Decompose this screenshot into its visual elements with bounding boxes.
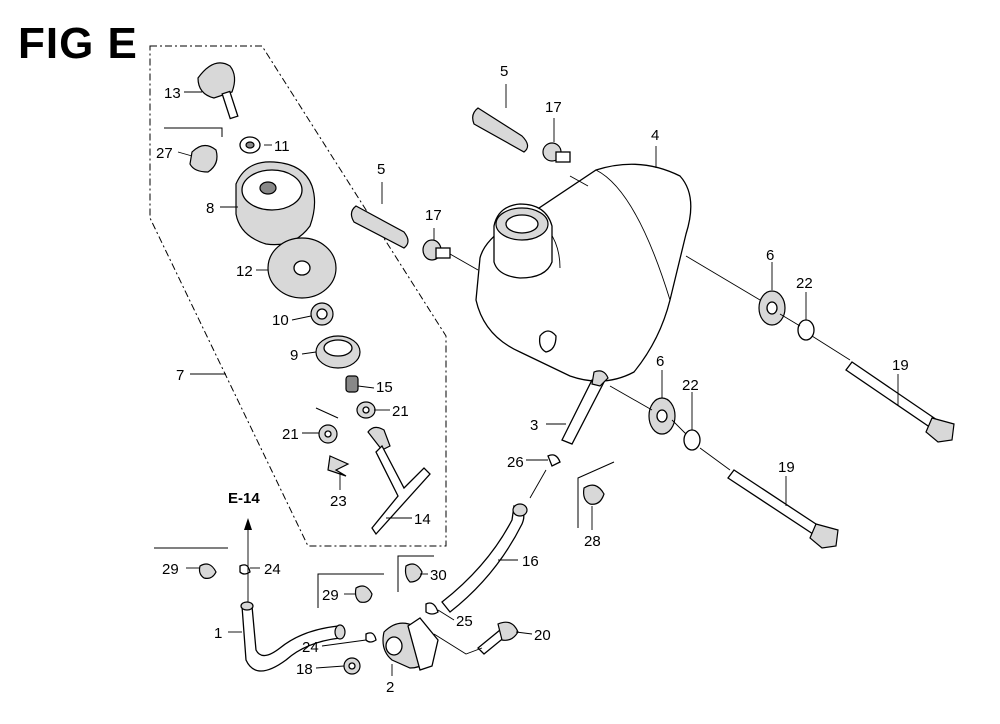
part-5-tube-lower xyxy=(350,205,409,249)
callout-6-upper: 6 xyxy=(766,247,774,264)
part-3-filter xyxy=(561,370,609,445)
callout-29-right: 29 xyxy=(322,587,339,604)
callout-17-upper: 17 xyxy=(545,99,562,116)
callout-20: 20 xyxy=(534,627,551,644)
callout-5-lower: 5 xyxy=(377,161,385,178)
callout-29-left: 29 xyxy=(162,561,179,578)
bracket-29-right xyxy=(317,573,384,608)
callout-10: 10 xyxy=(272,312,289,329)
ref-label-e14: E-14 xyxy=(228,490,260,507)
callout-2: 2 xyxy=(386,679,394,696)
callout-15: 15 xyxy=(376,379,393,396)
callout-9: 9 xyxy=(290,347,298,364)
part-30-clip xyxy=(404,563,423,583)
part-26-clamp xyxy=(547,454,561,467)
part-24-clamp-upper xyxy=(239,564,251,575)
callout-22-lower: 22 xyxy=(682,377,699,394)
part-2-fuel-cock xyxy=(382,617,439,671)
callout-30: 30 xyxy=(430,567,447,584)
callout-11: 11 xyxy=(274,138,290,155)
part-25-clamp xyxy=(425,602,439,615)
callout-3: 3 xyxy=(530,417,538,434)
bracket-30 xyxy=(397,555,434,592)
callout-28: 28 xyxy=(584,533,601,550)
callout-4: 4 xyxy=(651,127,659,144)
ref-arrow-head xyxy=(244,518,252,530)
callout-19-lower: 19 xyxy=(778,459,795,476)
callout-24-lower: 24 xyxy=(302,639,319,656)
callout-18: 18 xyxy=(296,661,313,678)
part-18-nut xyxy=(343,657,361,675)
callout-26: 26 xyxy=(507,454,524,471)
part-13-screw xyxy=(197,62,239,120)
bracket-23 xyxy=(315,407,339,419)
part-21-nut-lower xyxy=(318,424,338,444)
callout-5-upper: 5 xyxy=(500,63,508,80)
part-1-fuel-hose xyxy=(240,601,346,672)
callout-24-upper: 24 xyxy=(264,561,281,578)
callout-21-upper: 21 xyxy=(392,403,409,420)
part-19-bolt-lower xyxy=(727,469,839,549)
part-14-strap xyxy=(367,426,431,536)
callout-23: 23 xyxy=(330,493,347,510)
part-10-collar xyxy=(310,302,334,326)
part-28-clip xyxy=(583,484,605,505)
callout-17-lower: 17 xyxy=(425,207,442,224)
part-16-fuel-tube xyxy=(441,503,528,613)
callout-27: 27 xyxy=(156,145,173,162)
callout-6-lower: 6 xyxy=(656,353,664,370)
part-12-gasket xyxy=(267,237,337,299)
part-15-spring xyxy=(345,375,359,393)
part-21-nut-upper xyxy=(356,401,376,419)
part-24-clamp-lower xyxy=(365,632,377,643)
callout-12: 12 xyxy=(236,263,253,280)
part-6-grommet-lower xyxy=(648,397,676,435)
bracket-28 xyxy=(577,461,615,528)
part-27-plate xyxy=(189,144,218,173)
figure-title: FIG E xyxy=(18,19,138,68)
part-22-washer-upper xyxy=(797,319,815,341)
bracket-27 xyxy=(164,127,223,137)
callout-8: 8 xyxy=(206,200,214,217)
part-5-tube-upper xyxy=(472,107,529,153)
part-29-clip-right xyxy=(354,585,373,603)
part-6-grommet-upper xyxy=(758,290,786,326)
part-23-clip xyxy=(327,455,350,477)
callout-22-upper: 22 xyxy=(796,275,813,292)
part-8-fuel-cap xyxy=(235,161,316,246)
callout-16: 16 xyxy=(522,553,539,570)
callout-14: 14 xyxy=(414,511,431,528)
callout-19-upper: 19 xyxy=(892,357,909,374)
callout-1: 1 xyxy=(214,625,222,642)
part-17-collar-lower xyxy=(422,239,451,261)
callout-13: 13 xyxy=(164,85,181,102)
callout-25: 25 xyxy=(456,613,473,630)
part-4-fuel-tank xyxy=(475,163,692,382)
part-17-collar-upper xyxy=(542,142,571,163)
part-29-clip-left xyxy=(198,563,217,579)
part-9-seal xyxy=(315,335,361,369)
cap-assembly-boundary xyxy=(149,45,447,547)
part-11-washer xyxy=(239,136,261,154)
part-20-bolt xyxy=(477,621,519,655)
callout-7: 7 xyxy=(176,367,184,384)
callout-21-lower: 21 xyxy=(282,426,299,443)
callout-leaders xyxy=(177,84,899,676)
part-19-bolt-upper xyxy=(845,361,955,443)
part-22-washer-lower xyxy=(683,429,701,451)
